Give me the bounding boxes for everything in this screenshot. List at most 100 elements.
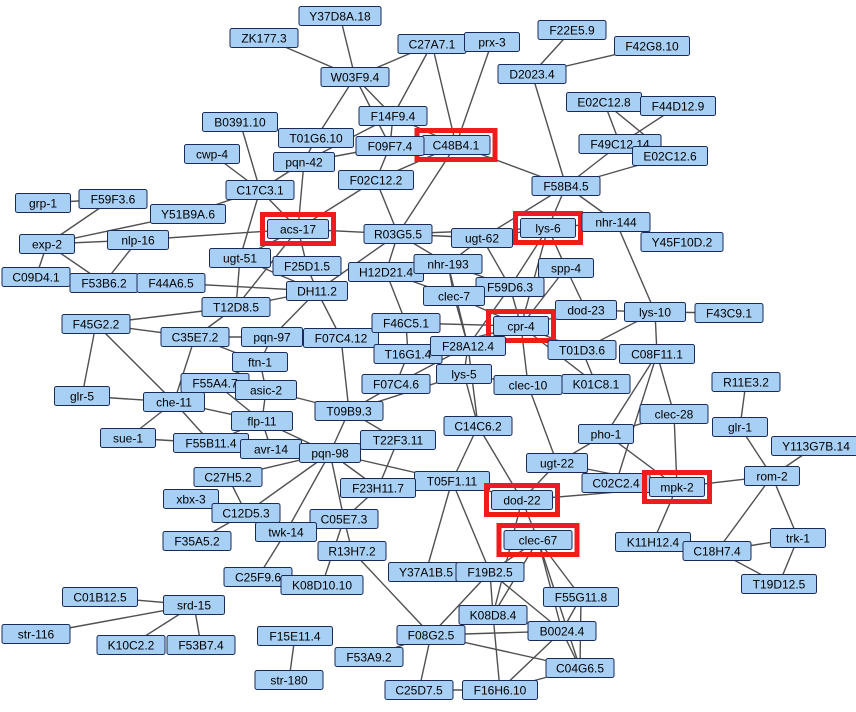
node-box: [231, 411, 293, 431]
node-clec-28: clec-28: [639, 404, 709, 424]
node-label: Y37D8A.18: [309, 10, 371, 24]
node-c05e7-3: C05E7.3: [309, 509, 379, 529]
node-dh11-2: DH11.2: [286, 281, 348, 301]
node-box: [232, 352, 288, 372]
node-label: ugt-62: [465, 232, 499, 246]
node-t12d8-5: T12D8.5: [201, 297, 271, 317]
node-label: T01D3.6: [559, 344, 605, 358]
node-label: F44D12.9: [652, 100, 705, 114]
node-box: [272, 256, 342, 276]
node-label: F45G2.2: [73, 318, 120, 332]
node-cwp-4: cwp-4: [184, 144, 240, 164]
node-label: trk-1: [786, 532, 810, 546]
node-label: clec-7: [438, 290, 470, 304]
node-box: [235, 380, 297, 400]
node-label: F07C4.6: [373, 378, 419, 392]
node-lys-5: lys-5: [436, 364, 492, 384]
node-box: [298, 6, 382, 26]
node-c08f11-1: C08F11.1: [619, 344, 695, 364]
node-box: [163, 489, 219, 509]
node-label: C09D4.1: [12, 271, 60, 285]
node-k10c2-2: K10C2.2: [96, 635, 166, 655]
node-f43c9-1: F43C9.1: [694, 303, 764, 323]
node-prx-3: prx-3: [464, 32, 520, 52]
node-c17c3-1: C17C3.1: [225, 180, 295, 200]
node-che-11: che-11: [143, 392, 205, 412]
node-box: [614, 36, 690, 56]
node-box: [443, 416, 513, 436]
node-box: [54, 386, 110, 406]
node-label: C18H7.4: [693, 545, 741, 559]
node-f15e11-4: F15E11.4: [257, 626, 333, 646]
node-label: T12D8.5: [213, 301, 259, 315]
node-label: K11H12.4: [627, 536, 680, 550]
node-asic-2: asic-2: [235, 380, 297, 400]
node-f22e5-9: F22E5.9: [537, 20, 607, 40]
node-f55b11-4: F55B11.4: [173, 433, 249, 453]
node-ugt-51: ugt-51: [209, 248, 271, 268]
node-glr-5: glr-5: [54, 386, 110, 406]
node-label: dod-22: [503, 494, 541, 508]
node-label: avr-14: [254, 443, 288, 457]
node-label: pqn-42: [285, 156, 323, 170]
node-nhr-193: nhr-193: [413, 254, 483, 274]
node-acs-17: acs-17: [260, 212, 336, 246]
node-t05f1-11: T05F1.11: [414, 471, 490, 491]
node-label: glr-1: [728, 421, 752, 435]
node-label: C35E7.2: [172, 331, 219, 345]
node-label: lys-6: [535, 222, 561, 236]
node-c14c6-2: C14C6.2: [443, 416, 513, 436]
node-cpr-4: cpr-4: [486, 309, 556, 343]
node-f07c4-6: F07C4.6: [361, 374, 431, 394]
node-f46c5-1: F46C5.1: [371, 313, 441, 333]
node-box: [143, 392, 205, 412]
node-box: [640, 96, 716, 116]
node-box: [363, 224, 433, 244]
node-label: K01C8.1: [573, 378, 620, 392]
edge-c08f11-1-pho-1: [605, 353, 658, 435]
node-box: [547, 340, 617, 360]
node-f45g2-2: F45G2.2: [61, 314, 131, 334]
node-flp-11: flp-11: [231, 411, 293, 431]
node-f23h11-7: F23H11.7: [340, 478, 416, 498]
node-box: [491, 490, 553, 510]
edge-y37d8a-18-w03f9-4: [339, 15, 356, 78]
node-label: K10C2.2: [108, 639, 155, 653]
node-lys-6: lys-6: [513, 211, 583, 245]
node-box: [770, 528, 826, 548]
node-f28a12-4: F28A12.4: [430, 336, 506, 356]
node-label: F22E5.9: [549, 24, 595, 38]
node-box: [436, 364, 492, 384]
node-box: [100, 428, 156, 448]
edge-f19b2-5-f08g2-5: [430, 571, 491, 636]
node-c25d7-5: C25D7.5: [384, 680, 454, 700]
node-box: [503, 530, 573, 550]
edge-pqn-98-twk-14: [285, 452, 331, 533]
node-ftn-1: ftn-1: [232, 352, 288, 372]
node-label: F02C12.2: [350, 174, 403, 188]
node-label: str-116: [18, 628, 55, 642]
node-label: W03F9.4: [331, 71, 380, 85]
node-label: twk-14: [268, 526, 304, 540]
node-label: F35A5.2: [174, 535, 220, 549]
node-f25d1-5: F25D1.5: [272, 256, 342, 276]
node-label: F55A4.7: [192, 377, 238, 391]
node-avr-14: avr-14: [240, 439, 302, 459]
node-box: [1, 624, 71, 644]
node-pho-1: pho-1: [578, 424, 634, 444]
node-zk177-3: ZK177.3: [229, 28, 299, 48]
node-k08d8-4: K08D8.4: [458, 605, 528, 625]
node-f44d12-9: F44D12.9: [640, 96, 716, 116]
node-nhr-144: nhr-144: [581, 212, 651, 232]
node-k11h12-4: K11H12.4: [615, 532, 691, 552]
node-label: F23H11.7: [352, 482, 404, 496]
node-label: T09B9.3: [326, 405, 372, 419]
node-label: sue-1: [113, 432, 143, 446]
node-f08g2-5: F08G2.5: [396, 625, 466, 645]
node-clec-67: clec-67: [496, 523, 580, 557]
node-box: [286, 281, 348, 301]
node-label: E02C12.8: [577, 96, 631, 110]
node-box: [458, 605, 528, 625]
node-box: [694, 303, 764, 323]
